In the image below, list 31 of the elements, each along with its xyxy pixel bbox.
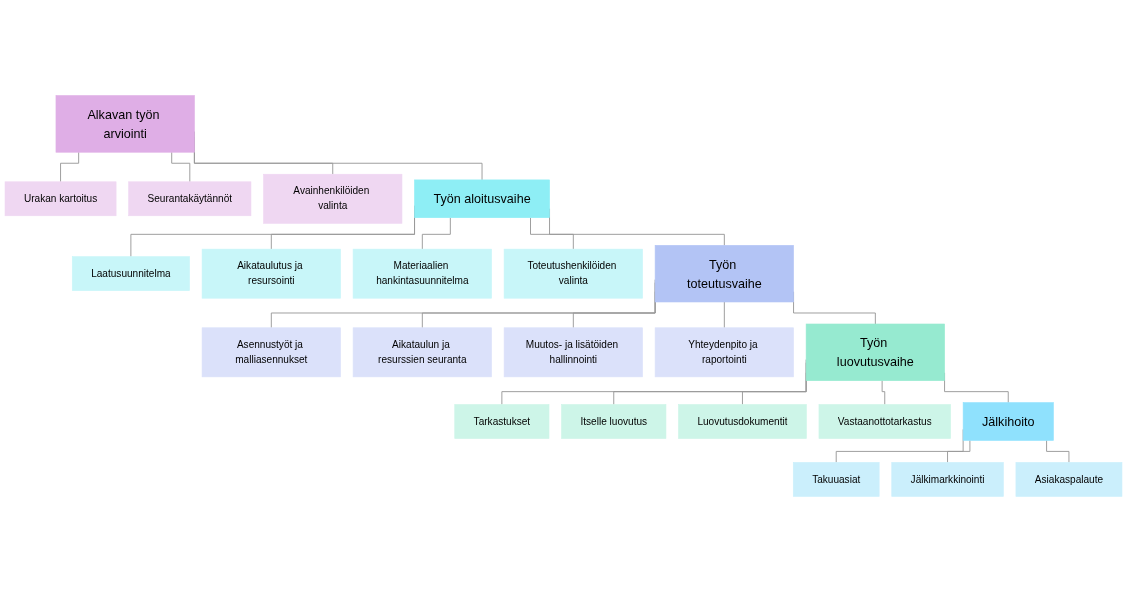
node-box: Työn toteutusvaihe: [654, 245, 794, 303]
node-box: Materiaalien hankintasuunnitelma: [352, 248, 492, 299]
node-box: Vastaanottotarkastus: [818, 404, 951, 439]
connector: [421, 217, 451, 250]
node-box: Itselle luovutus: [561, 404, 667, 439]
connector: [1046, 439, 1070, 463]
node-box: Takuuasiat: [792, 462, 880, 497]
node-box: Yhteydenpito ja raportointi: [654, 327, 794, 378]
node-box: Urakan kartoitus: [4, 181, 117, 217]
node-box: Luovutusdokumentit: [678, 404, 807, 439]
node-box: Seurantakäytännöt: [128, 181, 252, 217]
node-box: Aikataulutus ja resursointi: [201, 248, 341, 299]
node-box: Muutos- ja lisätöiden hallinnointi: [503, 327, 643, 378]
connector: [723, 301, 725, 329]
node-box: Asennustyöt ja malliasennukset: [201, 327, 341, 378]
node-box: Toteutushenkilöiden valinta: [503, 248, 643, 299]
connector: [947, 439, 971, 463]
node-box: Laatusuunnitelma: [71, 256, 190, 291]
node-box: Jälkihoito: [962, 402, 1054, 441]
node-box: Asiakaspalaute: [1015, 462, 1123, 497]
node-box: Työn aloitusvaihe: [414, 179, 550, 218]
node-box: Jälkimarkkinointi: [891, 462, 1004, 497]
node-box: Alkavan työn arviointi: [55, 95, 195, 153]
node-box: Tarkastukset: [454, 404, 550, 439]
node-box: Avainhenkilöiden valinta: [263, 173, 403, 224]
connector: [881, 380, 886, 405]
connector: [60, 151, 80, 183]
node-box: Aikataulun ja resurssien seuranta: [352, 327, 492, 378]
node-box: Työn luovutusvaihe: [805, 323, 945, 381]
connector: [171, 151, 191, 183]
connector: [530, 217, 574, 250]
